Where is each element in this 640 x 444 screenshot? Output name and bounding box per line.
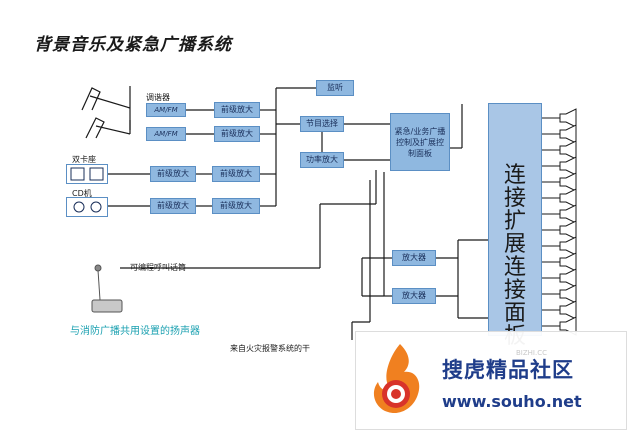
- preamp-box-2: 前级放大: [214, 126, 260, 142]
- expansion-panel-char: 接: [503, 278, 526, 303]
- flame-logo-icon: [373, 344, 420, 414]
- speaker-icon: [559, 188, 577, 208]
- speaker-icon: [559, 252, 577, 272]
- expansion-panel-char: 展: [503, 232, 526, 257]
- watermark-url[interactable]: www.souho.net: [442, 392, 582, 411]
- expansion-panel-char: 面: [503, 301, 526, 326]
- speaker-icon: [559, 300, 577, 320]
- page-title: 背景音乐及紧急广播系统: [34, 35, 232, 55]
- amfm-box-1: AM/FM: [146, 103, 186, 117]
- expansion-panel-label: 连接扩展连接面板: [489, 164, 541, 348]
- cd-label: CD机: [72, 189, 92, 198]
- monitor-box: 监听: [316, 80, 354, 96]
- equalizer-box-2: 前级放大: [150, 198, 196, 214]
- cd-player-icon: [66, 197, 108, 217]
- speaker-icon: [559, 284, 577, 304]
- mic-label: 可编程呼叫话筒: [130, 263, 186, 272]
- amplifier-box-1: 放大器: [392, 250, 436, 266]
- expansion-panel-char: 连: [503, 255, 526, 280]
- speaker-icon: [559, 220, 577, 240]
- fire-alarm-note: 来自火灾报警系统的干: [230, 344, 310, 353]
- speaker-icon: [559, 108, 577, 128]
- expansion-panel-char: 连: [503, 163, 526, 188]
- microphone-icon: [91, 264, 123, 313]
- program-select-box: 节目选择: [300, 116, 344, 132]
- preamp-box-1: 前级放大: [214, 102, 260, 118]
- tuner-label: 调谐器: [146, 93, 170, 102]
- amplifier-box-2: 放大器: [392, 288, 436, 304]
- watermark-faint-text: BIZHI.CC: [516, 349, 547, 357]
- speaker-icon: [559, 172, 577, 192]
- amfm-box-2: AM/FM: [146, 127, 186, 141]
- power-amp-box: 功率放大: [300, 152, 344, 168]
- speaker-icon: [559, 204, 577, 224]
- expansion-panel: 连接扩展连接面板: [488, 103, 542, 348]
- antenna-mast-2: [95, 125, 131, 135]
- shared-speaker-note: 与消防广播共用设置的扬声器: [70, 326, 200, 337]
- expansion-panel-char: 接: [503, 186, 526, 211]
- watermark-banner: BIZHI.CC 搜虎精品社区 www.souho.net: [355, 331, 627, 430]
- speaker-icon: [559, 156, 577, 176]
- control-panel-box: 紧急/业务广播控制及扩展控制面板: [390, 113, 450, 171]
- speaker-icon: [559, 268, 577, 288]
- speaker-icon: [559, 124, 577, 144]
- antenna-1: [81, 87, 101, 111]
- antenna-mast-1: [89, 95, 131, 109]
- watermark-name: 搜虎精品社区: [442, 358, 574, 382]
- speaker-icon: [559, 236, 577, 256]
- preamp-box-4: 前级放大: [212, 198, 260, 214]
- equalizer-box-1: 前级放大: [150, 166, 196, 182]
- expansion-panel-char: 扩: [503, 209, 526, 234]
- speaker-array: [542, 108, 577, 336]
- card-deck-icon: [66, 164, 108, 184]
- antenna-2: [85, 117, 105, 139]
- speaker-icon: [559, 140, 577, 160]
- card-deck-label: 双卡座: [72, 155, 96, 164]
- preamp-box-3: 前级放大: [212, 166, 260, 182]
